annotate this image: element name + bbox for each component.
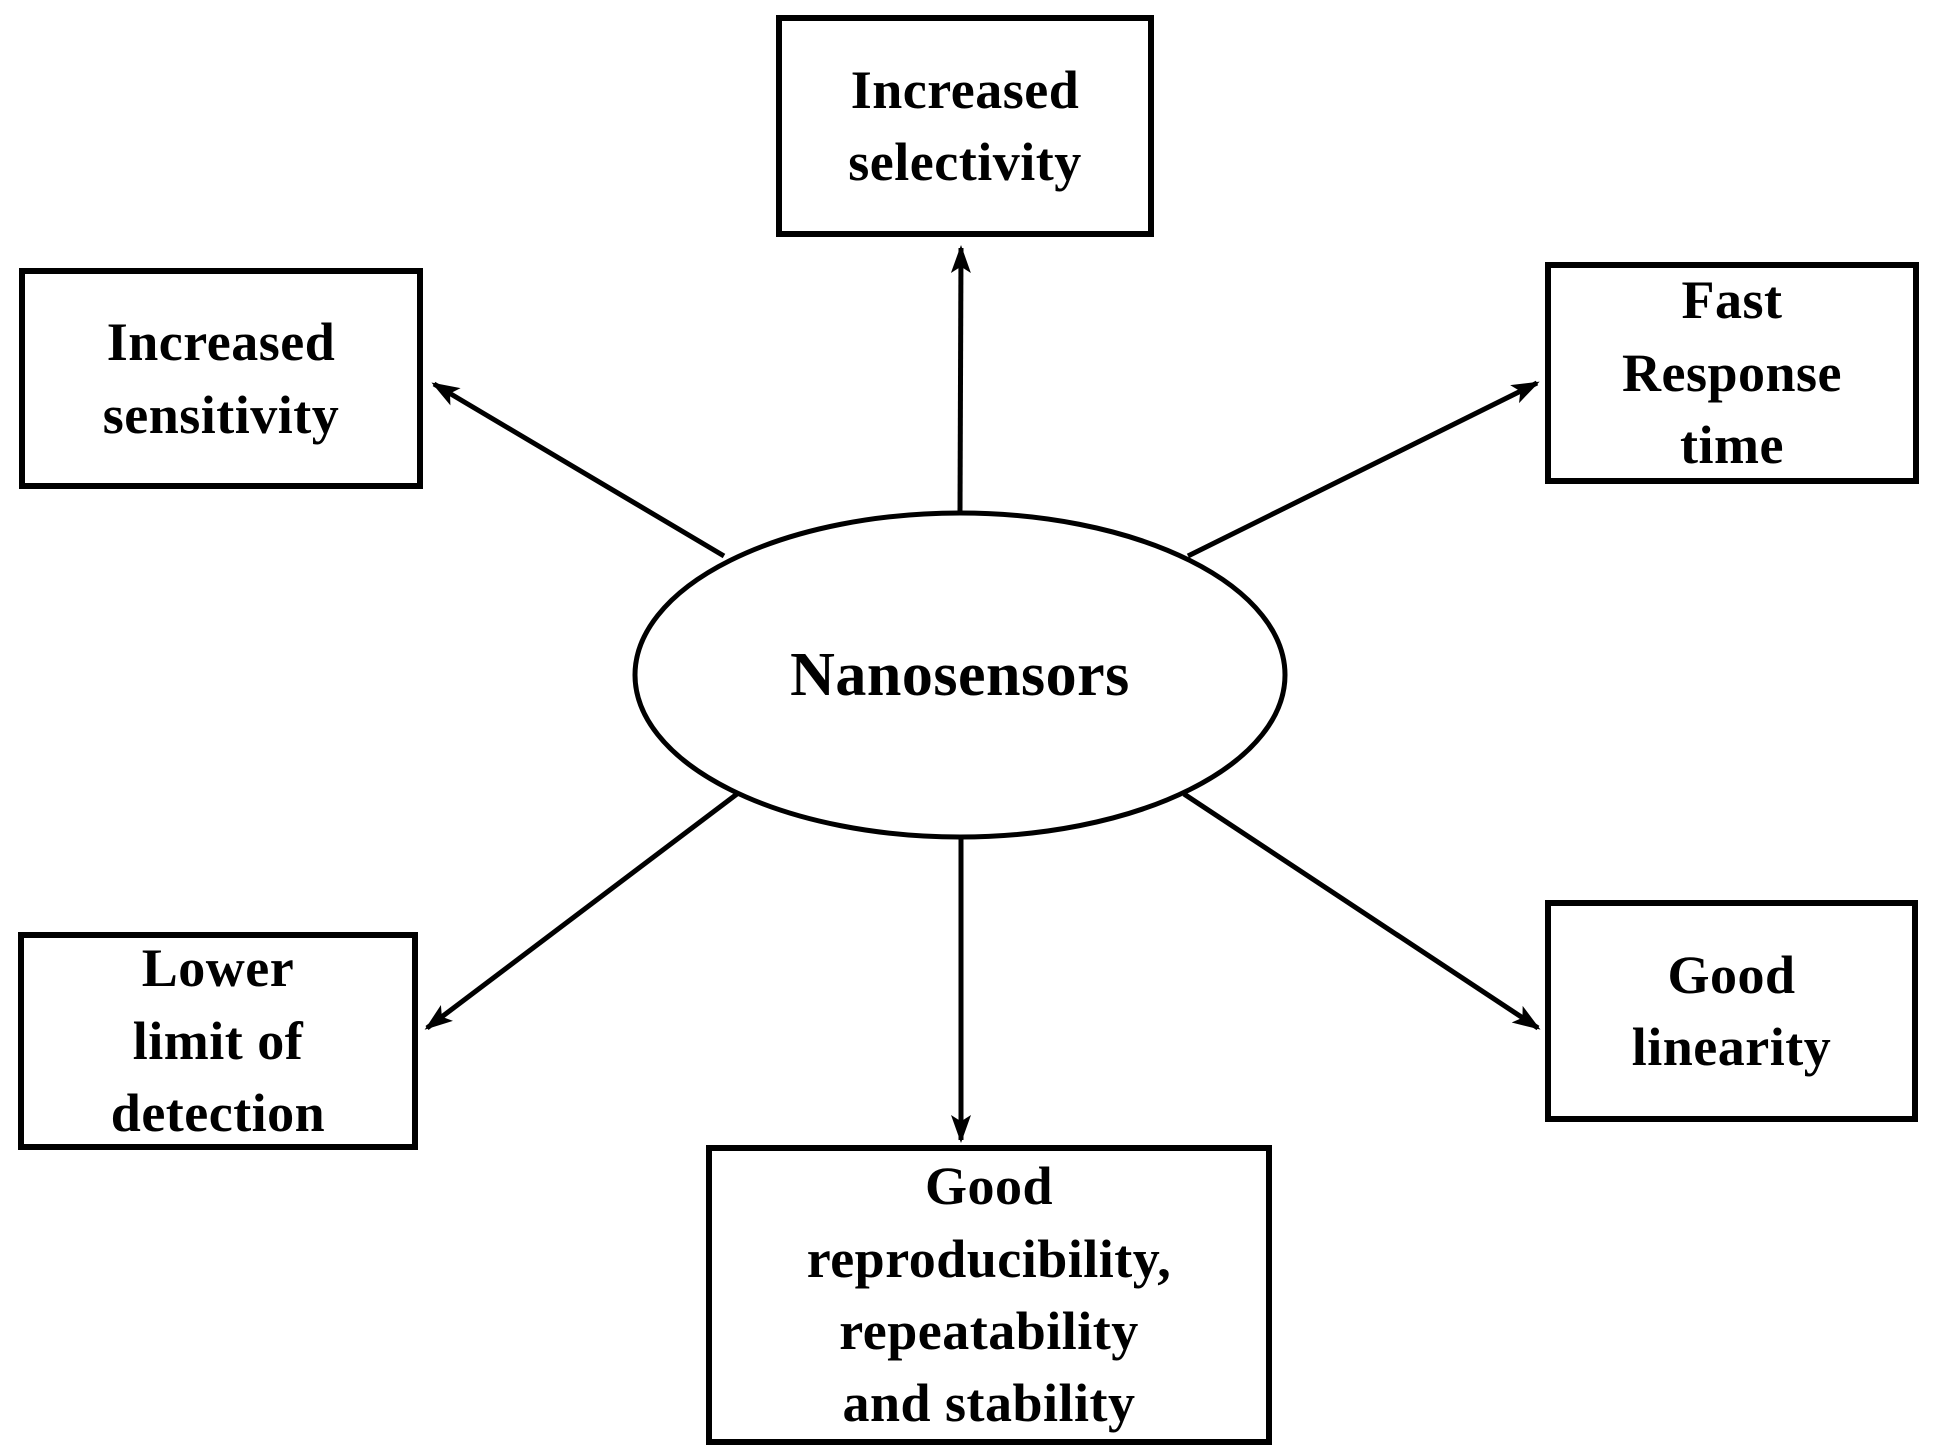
node-lower-limit-of-detection: Lower limit of detection: [18, 932, 418, 1150]
node-label: Fast Response time: [1621, 270, 1843, 476]
arrow-to-increased-sensitivity: [431, 381, 726, 559]
node-fast-response-time: Fast Response time: [1545, 262, 1919, 484]
arrow-to-lower-limit-of-detection: [424, 792, 739, 1030]
node-good-linearity: Good linearity: [1545, 900, 1918, 1122]
node-label: Increased sensitivity: [102, 312, 340, 445]
node-label: Lower limit of detection: [110, 938, 326, 1144]
node-label: Good reproducibility, repeatability and …: [806, 1156, 1172, 1434]
ellipse-label: Nanosensors: [635, 513, 1285, 837]
node-label: Good linearity: [1631, 944, 1832, 1077]
nanosensors-title: Nanosensors: [790, 640, 1130, 709]
node-increased-sensitivity: Increased sensitivity: [19, 268, 423, 489]
arrow-to-increased-selectivity: [950, 245, 971, 514]
node-label: Increased selectivity: [848, 59, 1082, 192]
node-increased-selectivity: Increased selectivity: [776, 15, 1154, 237]
node-good-reproducibility-repeatability-stability: Good reproducibility, repeatability and …: [706, 1145, 1272, 1445]
arrow-to-good-linearity: [1182, 791, 1541, 1031]
arrow-to-fast-response-time: [1186, 380, 1540, 559]
